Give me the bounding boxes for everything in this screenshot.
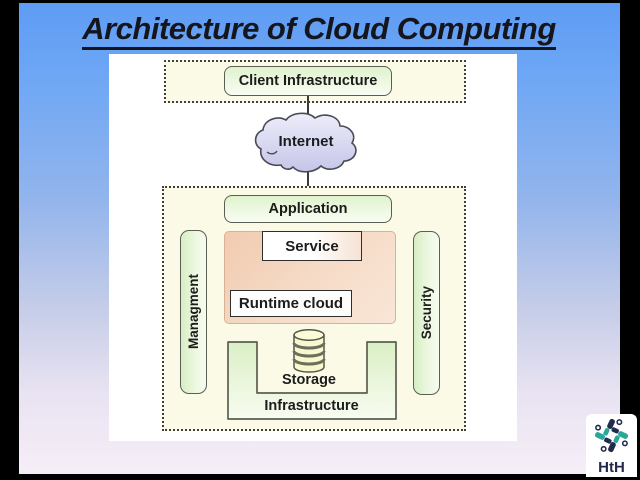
page-title: Architecture of Cloud Computing bbox=[79, 11, 559, 50]
circuit-pinwheel-icon bbox=[593, 417, 630, 459]
runtime-cloud-box: Runtime cloud bbox=[230, 290, 352, 317]
service-box: Service bbox=[262, 231, 362, 261]
application-label: Application bbox=[268, 201, 348, 217]
channel-logo-text: HtH bbox=[598, 459, 625, 476]
management-label: Managment bbox=[186, 274, 201, 350]
internet-label: Internet bbox=[278, 132, 334, 150]
connector-client-to-internet bbox=[307, 95, 309, 117]
application-box: Application bbox=[224, 195, 392, 223]
security-bar: Security bbox=[413, 231, 440, 395]
connector-internet-to-application bbox=[307, 171, 309, 197]
slide-background: Architecture of Cloud Computing Client I… bbox=[19, 3, 637, 477]
service-label: Service bbox=[285, 237, 339, 255]
security-label: Security bbox=[419, 286, 434, 340]
client-infrastructure-label: Client Infrastructure bbox=[238, 73, 378, 89]
management-bar: Managment bbox=[180, 230, 207, 394]
storage-database-icon bbox=[286, 327, 332, 375]
client-infrastructure-box: Client Infrastructure bbox=[224, 66, 392, 96]
infrastructure-ushape bbox=[224, 338, 399, 423]
infrastructure-label: Infrastructure bbox=[264, 398, 359, 414]
internet-cloud-icon bbox=[246, 111, 366, 175]
runtime-cloud-label: Runtime cloud bbox=[238, 295, 344, 312]
storage-label: Storage bbox=[282, 372, 336, 388]
channel-logo: HtH bbox=[586, 414, 637, 477]
